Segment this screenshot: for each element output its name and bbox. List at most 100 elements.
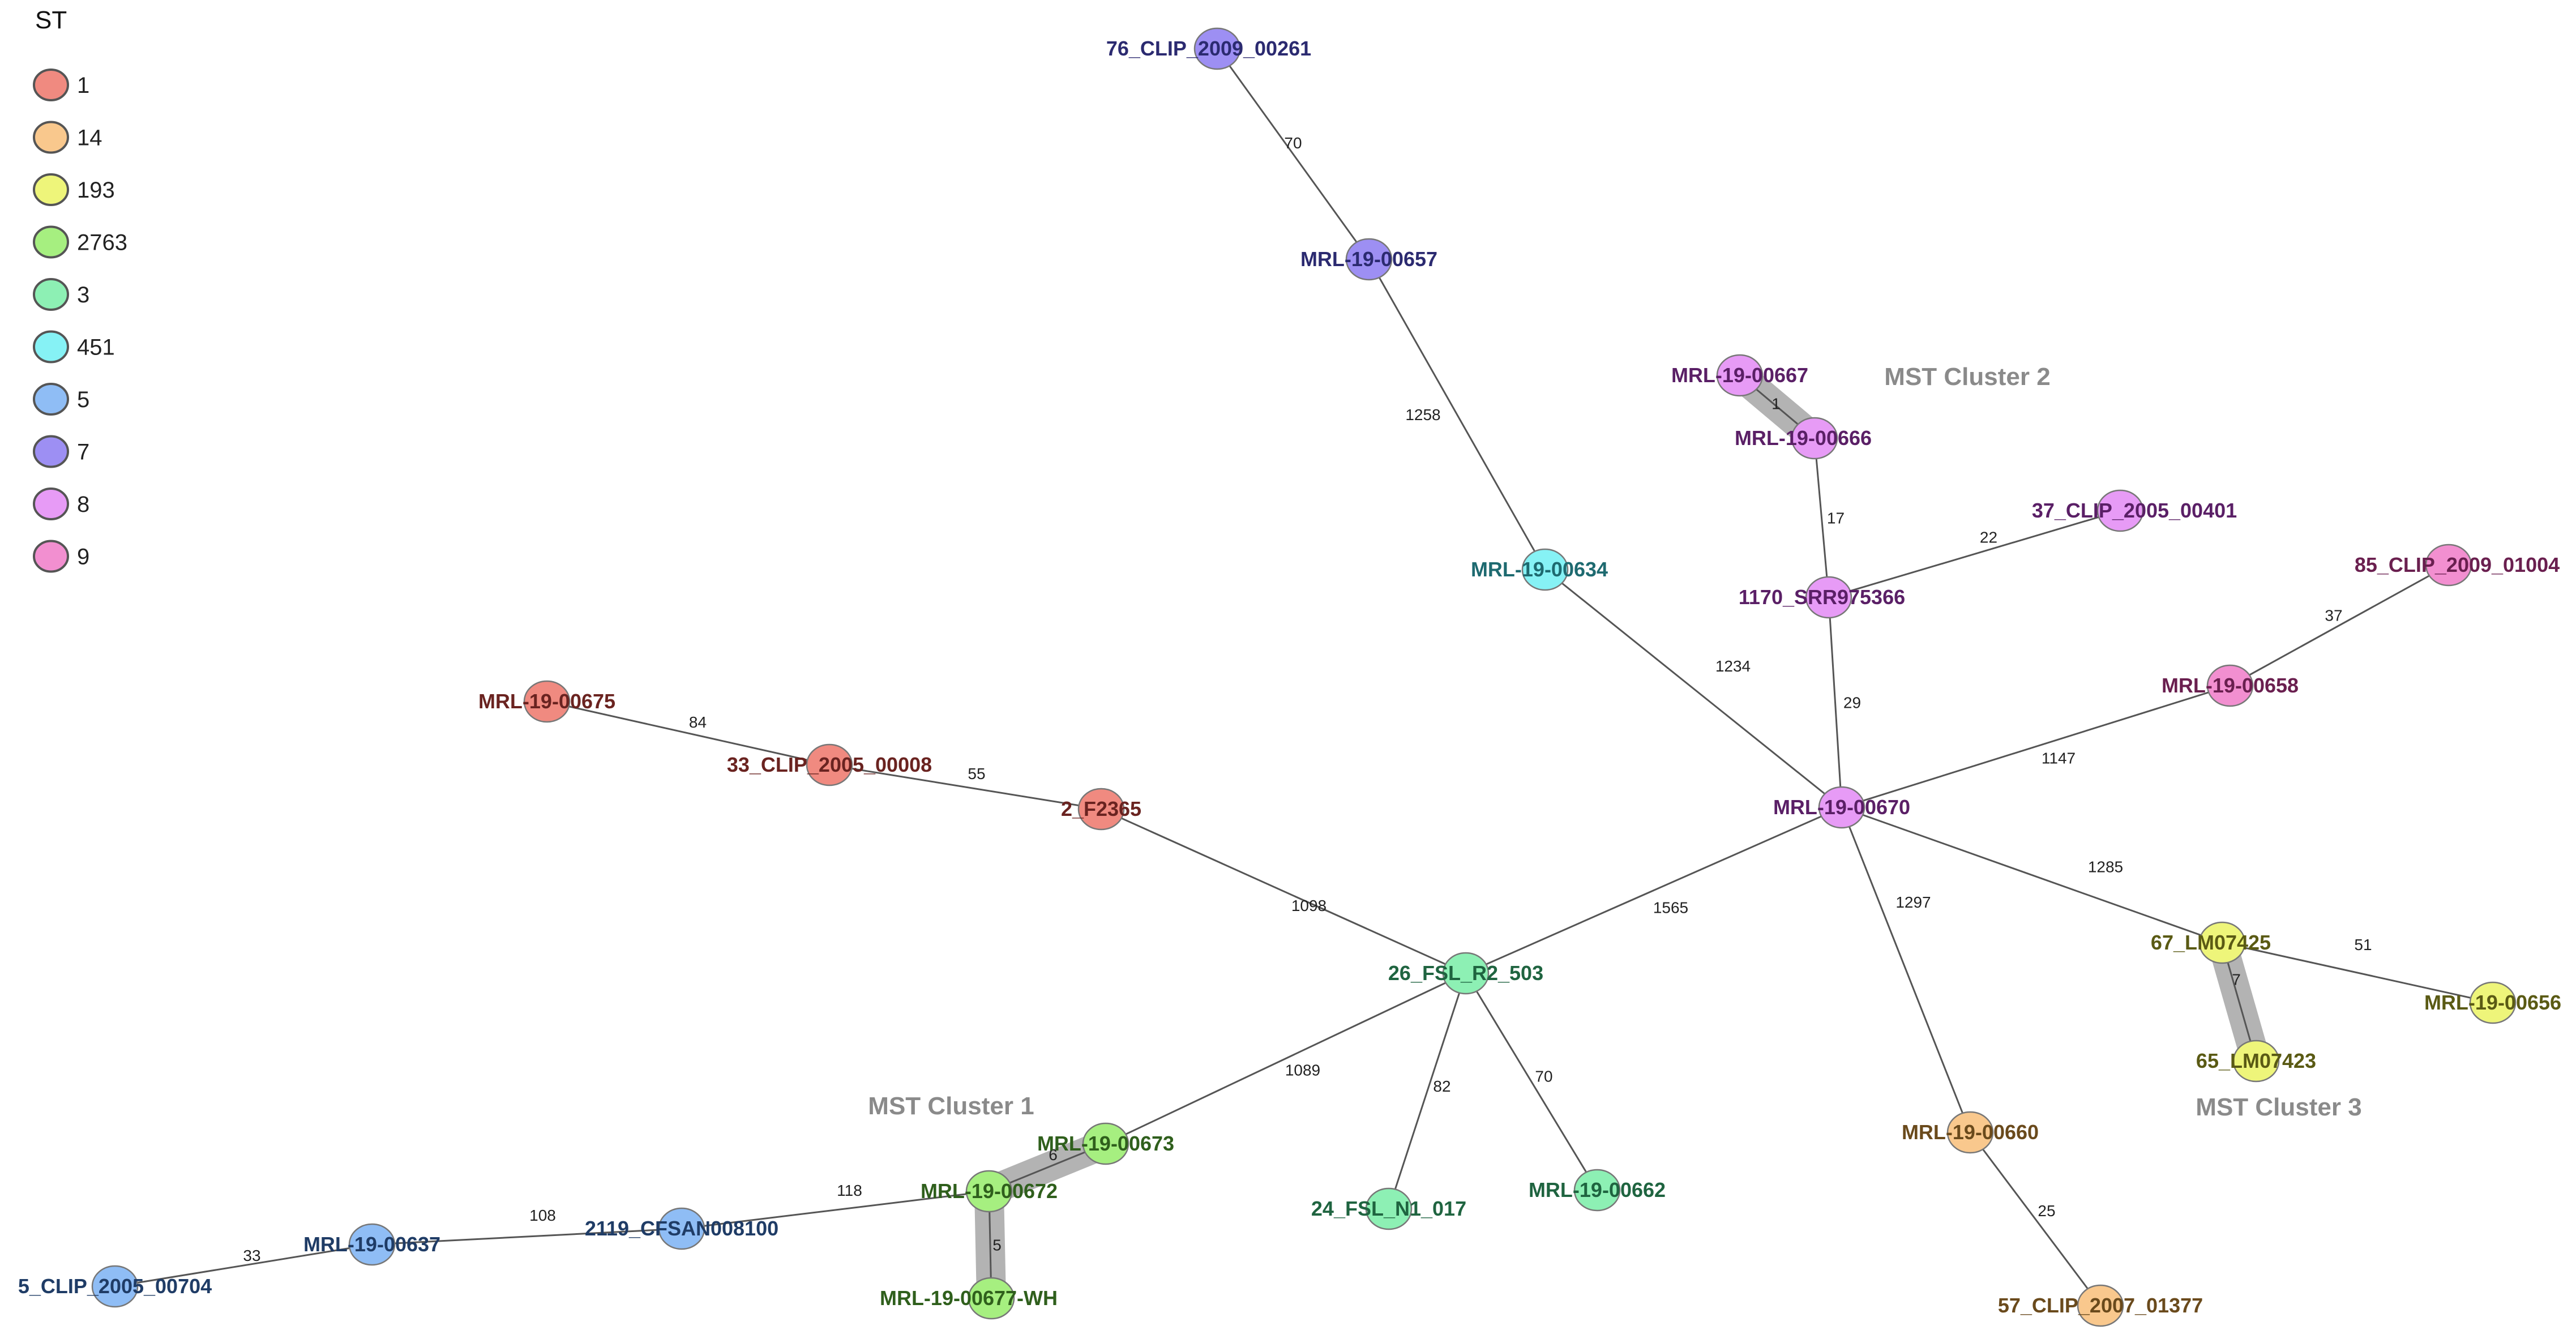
node-circle <box>1345 238 1393 281</box>
node-label: MRL-19-00666 <box>1735 426 1872 450</box>
legend-item: 14 <box>33 121 102 154</box>
cluster-label: MST Cluster 3 <box>2196 1093 2361 1121</box>
edge <box>1544 568 1842 809</box>
edge-weight-label: 1098 <box>1291 897 1326 914</box>
node-label: MRL-19-00634 <box>1471 558 1608 581</box>
legend-swatch <box>33 69 69 101</box>
edge-weight-label: 51 <box>2354 936 2372 953</box>
edge-weight-label: 84 <box>689 713 707 731</box>
edge-weight-label: 1565 <box>1653 899 1688 917</box>
edge-weight-label: 25 <box>2038 1202 2055 1220</box>
edge-weight-label: 1297 <box>1895 893 1931 911</box>
legend-label: 9 <box>77 545 89 570</box>
edge-weight-label: 1 <box>1771 395 1781 413</box>
node-circle <box>2469 981 2517 1024</box>
legend-label: 8 <box>77 492 89 517</box>
edge <box>1216 48 1370 260</box>
edge <box>1105 972 1466 1145</box>
node: MRL-19-00677-WH <box>880 1277 1058 1320</box>
node-label: 2119_CFSAN008100 <box>585 1217 778 1240</box>
node-circle <box>1573 1169 1621 1212</box>
node: MRL-19-00666 <box>1735 417 1872 460</box>
node-label: 76_CLIP_2009_00261 <box>1106 37 1311 60</box>
legend-swatch <box>33 435 69 468</box>
node: MRL-19-00673 <box>1037 1122 1174 1165</box>
edge-weight-label: 33 <box>243 1247 260 1264</box>
edge <box>1969 1132 2102 1306</box>
node-label: MRL-19-00672 <box>921 1179 1058 1203</box>
node: 24_FSL_N1_017 <box>1311 1187 1466 1230</box>
node-circle <box>1805 576 1852 619</box>
node-label: 65_LM07423 <box>2196 1049 2316 1072</box>
edge-weight-label: 70 <box>1284 134 1302 152</box>
node-label: MRL-19-00675 <box>478 690 615 713</box>
node-circle <box>1716 354 1764 397</box>
edge-weight-label: 1285 <box>2088 858 2123 876</box>
node-circle <box>1365 1187 1413 1230</box>
node-label: MRL-19-00662 <box>1529 1178 1666 1201</box>
legend-item: 451 <box>33 330 115 363</box>
legend-label: 1 <box>77 73 89 98</box>
node-circle <box>1193 27 1241 70</box>
node: 67_LM07425 <box>2151 921 2271 964</box>
node: MRL-19-00670 <box>1773 786 1910 829</box>
legend-item: 3 <box>33 278 89 311</box>
node-label: MRL-19-00637 <box>303 1233 440 1256</box>
nodes: 76_CLIP_2009_00261MRL-19-00657MRL-19-006… <box>18 27 2561 1327</box>
node-label: MRL-19-00677-WH <box>880 1286 1058 1310</box>
legend-label: 451 <box>77 335 115 360</box>
node: MRL-19-00658 <box>2162 664 2299 707</box>
legend-label: 2763 <box>77 230 127 255</box>
node-circle <box>2232 1040 2280 1083</box>
node: MRL-19-00675 <box>478 680 615 723</box>
legend-label: 3 <box>77 283 89 307</box>
node-label: 57_CLIP_2007_01377 <box>1998 1294 2203 1317</box>
node-label: MRL-19-00660 <box>1902 1121 2039 1144</box>
node-circle <box>1077 788 1125 831</box>
node-circle <box>2096 489 2144 532</box>
node: 57_CLIP_2007_01377 <box>1998 1284 2203 1327</box>
node: MRL-19-00634 <box>1471 548 1608 591</box>
node-label: 24_FSL_N1_017 <box>1311 1197 1466 1220</box>
node: 5_CLIP_2005_00704 <box>18 1265 212 1308</box>
edge-weight-label: 55 <box>968 765 985 782</box>
legend-title: ST <box>35 6 67 34</box>
edge <box>681 1190 990 1230</box>
legend-item: 9 <box>33 540 89 573</box>
edge-weight-label: 1147 <box>2042 750 2076 767</box>
node: 33_CLIP_2005_00008 <box>727 743 932 786</box>
legend-label: 5 <box>77 387 89 412</box>
cluster-label: MST Cluster 2 <box>1884 363 2050 391</box>
edge <box>1368 259 1546 570</box>
node-circle <box>2206 664 2254 707</box>
node-circle <box>965 1170 1013 1213</box>
node: MRL-19-00637 <box>303 1223 440 1266</box>
node: MRL-19-00656 <box>2424 981 2561 1024</box>
node-circle <box>2198 921 2246 964</box>
node-label: MRL-19-00673 <box>1037 1132 1174 1155</box>
node-label: MRL-19-00657 <box>1300 247 1437 271</box>
edge <box>1841 807 1971 1133</box>
edge-weight-label: 1089 <box>1285 1062 1320 1079</box>
node-label: 67_LM07425 <box>2151 931 2271 954</box>
edge <box>1388 973 1467 1209</box>
node: 76_CLIP_2009_00261 <box>1106 27 1311 70</box>
legend-swatch <box>33 330 69 363</box>
cluster-label: MST Cluster 1 <box>868 1092 1034 1120</box>
legend-swatch <box>33 278 69 311</box>
node-circle <box>1818 786 1865 829</box>
edges <box>114 48 2493 1306</box>
node-label: 37_CLIP_2005_00401 <box>2032 499 2237 522</box>
legend-item: 8 <box>33 487 89 520</box>
node-circle <box>1946 1111 1994 1154</box>
legend-swatch <box>33 540 69 573</box>
node-circle <box>1082 1122 1129 1165</box>
edge-labels: 7012581234117222937114712855171297251565… <box>243 134 2372 1264</box>
legend-item: 7 <box>33 435 89 468</box>
edge <box>2222 942 2493 1004</box>
node: MRL-19-00667 <box>1671 354 1808 397</box>
edge <box>1841 685 2231 809</box>
edge-weight-label: 118 <box>837 1182 862 1199</box>
edge-weight-label: 70 <box>1535 1068 1552 1085</box>
legend-item: 5 <box>33 383 89 416</box>
